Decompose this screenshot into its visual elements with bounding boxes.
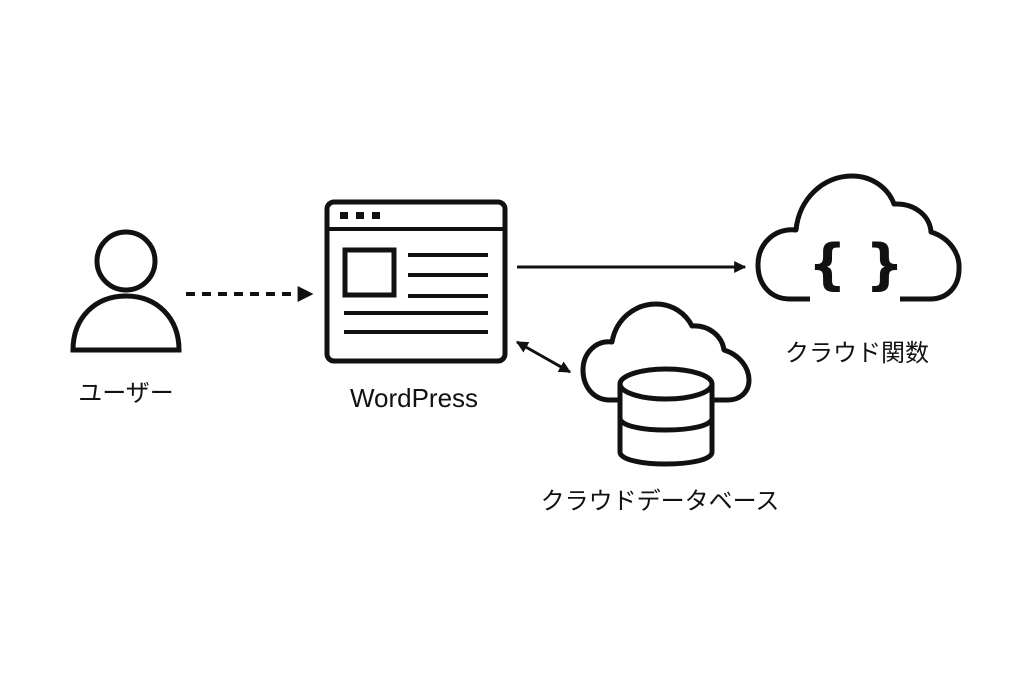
cloud-database-icon	[580, 301, 752, 467]
cloud-database-label: クラウドデータベース	[540, 487, 780, 515]
edge-wordpress-cloud-database	[515, 340, 572, 374]
browser-window-icon	[324, 199, 508, 364]
user-icon	[70, 229, 182, 353]
code-braces-glyph: { }	[808, 233, 904, 296]
cloud-code-icon: { }	[755, 173, 962, 302]
wordpress-label: WordPress	[349, 383, 479, 413]
cloud-function-label: クラウド関数	[785, 339, 929, 367]
user-label: ユーザー	[78, 379, 174, 407]
